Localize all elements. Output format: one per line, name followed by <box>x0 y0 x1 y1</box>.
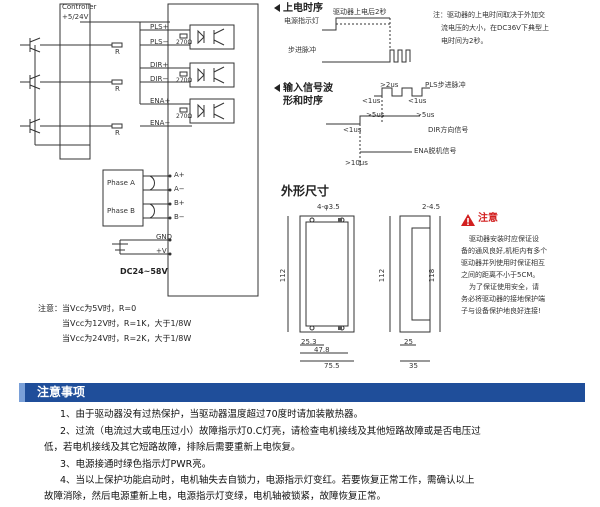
dim-25: 25 <box>404 338 413 346</box>
motor-term-b-plus: B+ <box>174 199 185 207</box>
caution-line-5: 为了保证使用安全，请 <box>469 283 539 291</box>
motor-term-a-plus: A+ <box>174 171 185 179</box>
signal-ena-plus: ENA+ <box>150 97 171 105</box>
power-delay-label: 驱动器上电后2秒 <box>333 8 387 16</box>
gnd-label: GND <box>156 233 173 241</box>
caution-line-1: 驱动器安装时应保证设 <box>469 235 539 243</box>
signal-pls-plus: PLS+ <box>150 23 169 31</box>
power-indicator-label: 电源指示灯 <box>284 17 319 25</box>
note-line-4: 3、电源接通时绿色指示灯PWR亮。 <box>60 459 212 470</box>
pls-label: PLS步进脉冲 <box>425 81 466 89</box>
caution-line-4: 之间的距离不小于5CM。 <box>461 271 540 279</box>
dim-25-3: 25.3 <box>301 338 317 346</box>
dim-height-118: 118 <box>428 268 437 283</box>
power-note-1: 注：驱动器的上电时间取决于外加交 <box>433 11 545 19</box>
vplus-label: +V <box>156 247 167 255</box>
phase-a-label: Phase A <box>107 179 135 187</box>
caution-line-3: 驱动器并列使用时保证相互 <box>461 259 545 267</box>
power-timing-diagram <box>274 4 411 63</box>
power-note-3: 电时间为2秒。 <box>441 37 488 45</box>
note-line-1: 1、由于驱动器没有过热保护，当驱动器温度超过70度时请加装散热器。 <box>60 409 364 420</box>
motor-term-b-minus: B− <box>174 213 185 221</box>
supply-label: +5/24V <box>62 13 89 21</box>
resistor-note-2: 当Vcc为12V时，R=1K，大于1/8W <box>62 319 192 328</box>
timing-lt1us-a: <1us <box>362 97 381 105</box>
timing-gt5us-b: >5us <box>416 111 435 119</box>
dim-75-5: 75.5 <box>324 362 340 370</box>
dc-voltage-label: DC24~58V <box>120 267 168 276</box>
timing-gt5us-a: >5us <box>366 111 385 119</box>
input-timing-title-1: 输入信号波 <box>283 83 333 94</box>
warning-icon <box>461 214 475 226</box>
internal-resistor-2: 270Ω <box>176 77 193 84</box>
notes-header-accent <box>19 383 25 402</box>
timing-lt1us-c: <1us <box>343 126 362 134</box>
notes-header-bar: 注意事项 <box>19 383 585 402</box>
controller-label: Controller <box>62 3 97 11</box>
dim-35: 35 <box>409 362 418 370</box>
signal-ena-minus: ENA− <box>150 119 171 127</box>
signal-pls-minus: PLS− <box>150 38 169 46</box>
caution-title: 注意 <box>478 213 498 224</box>
resistor-label-2: R <box>115 85 120 93</box>
note-line-5: 4、当以上保护功能启动时，电机轴失去自锁力，电源指示灯变红。若要恢复正常工作，需… <box>60 475 475 486</box>
signal-dir-minus: DIR− <box>150 75 169 83</box>
dim-47-8: 47.8 <box>314 346 330 354</box>
timing-gt10us: >10us <box>345 159 368 167</box>
dir-label: DIR方向信号 <box>428 126 469 134</box>
caution-line-6: 务必将驱动器的接地保护端 <box>461 295 545 303</box>
timing-gt2us: >2us <box>380 81 399 89</box>
notes-title: 注意事项 <box>37 385 86 399</box>
resistor-label-3: R <box>115 129 120 137</box>
wiring-diagram <box>20 3 259 297</box>
resistor-note-1: 注意：当Vcc为5V时，R=0 <box>38 304 137 313</box>
resistor-note-3: 当Vcc为24V时，R=2K，大于1/8W <box>62 334 192 343</box>
resistor-label-1: R <box>115 48 120 56</box>
dimensions-title: 外形尺寸 <box>281 184 330 198</box>
signal-dir-plus: DIR+ <box>150 61 169 69</box>
phase-b-label: Phase B <box>107 207 135 215</box>
note-line-3: 低，若电机接线及其它短路故障，排除后需要重新上电恢复。 <box>44 442 301 453</box>
dim-height-112-b: 112 <box>378 268 387 283</box>
dimension-drawing <box>287 215 441 362</box>
motor-term-a-minus: A− <box>174 185 185 193</box>
caution-line-7: 子与设备保护地良好连接! <box>461 307 541 315</box>
internal-resistor-1: 270Ω <box>176 39 193 46</box>
power-timing-title: 上电时序 <box>283 3 323 14</box>
note-line-2: 2、过流（电流过大或电压过小）故障指示灯0.C灯亮，请检查电机接线及其他短路故障… <box>60 426 481 437</box>
step-pulse-label: 步进脉冲 <box>288 46 316 54</box>
ena-label: ENA脱机信号 <box>414 147 457 155</box>
timing-lt1us-b: <1us <box>408 97 427 105</box>
note-line-6: 故障消除，然后电源重新上电，电源指示灯变绿，电机轴被锁紧，故障恢复正常。 <box>44 491 387 502</box>
input-timing-diagram <box>274 84 430 168</box>
input-timing-title-2: 形和时序 <box>283 96 323 107</box>
dim-hole: 4-φ3.5 <box>317 203 340 211</box>
caution-line-2: 备的通风良好,机柜内有多个 <box>461 247 548 255</box>
dim-edge: 2-4.5 <box>422 203 441 211</box>
dim-height-112-a: 112 <box>279 268 288 283</box>
power-note-2: 流电压的大小，在DC36V下典型上 <box>441 24 549 32</box>
internal-resistor-3: 270Ω <box>176 113 193 120</box>
